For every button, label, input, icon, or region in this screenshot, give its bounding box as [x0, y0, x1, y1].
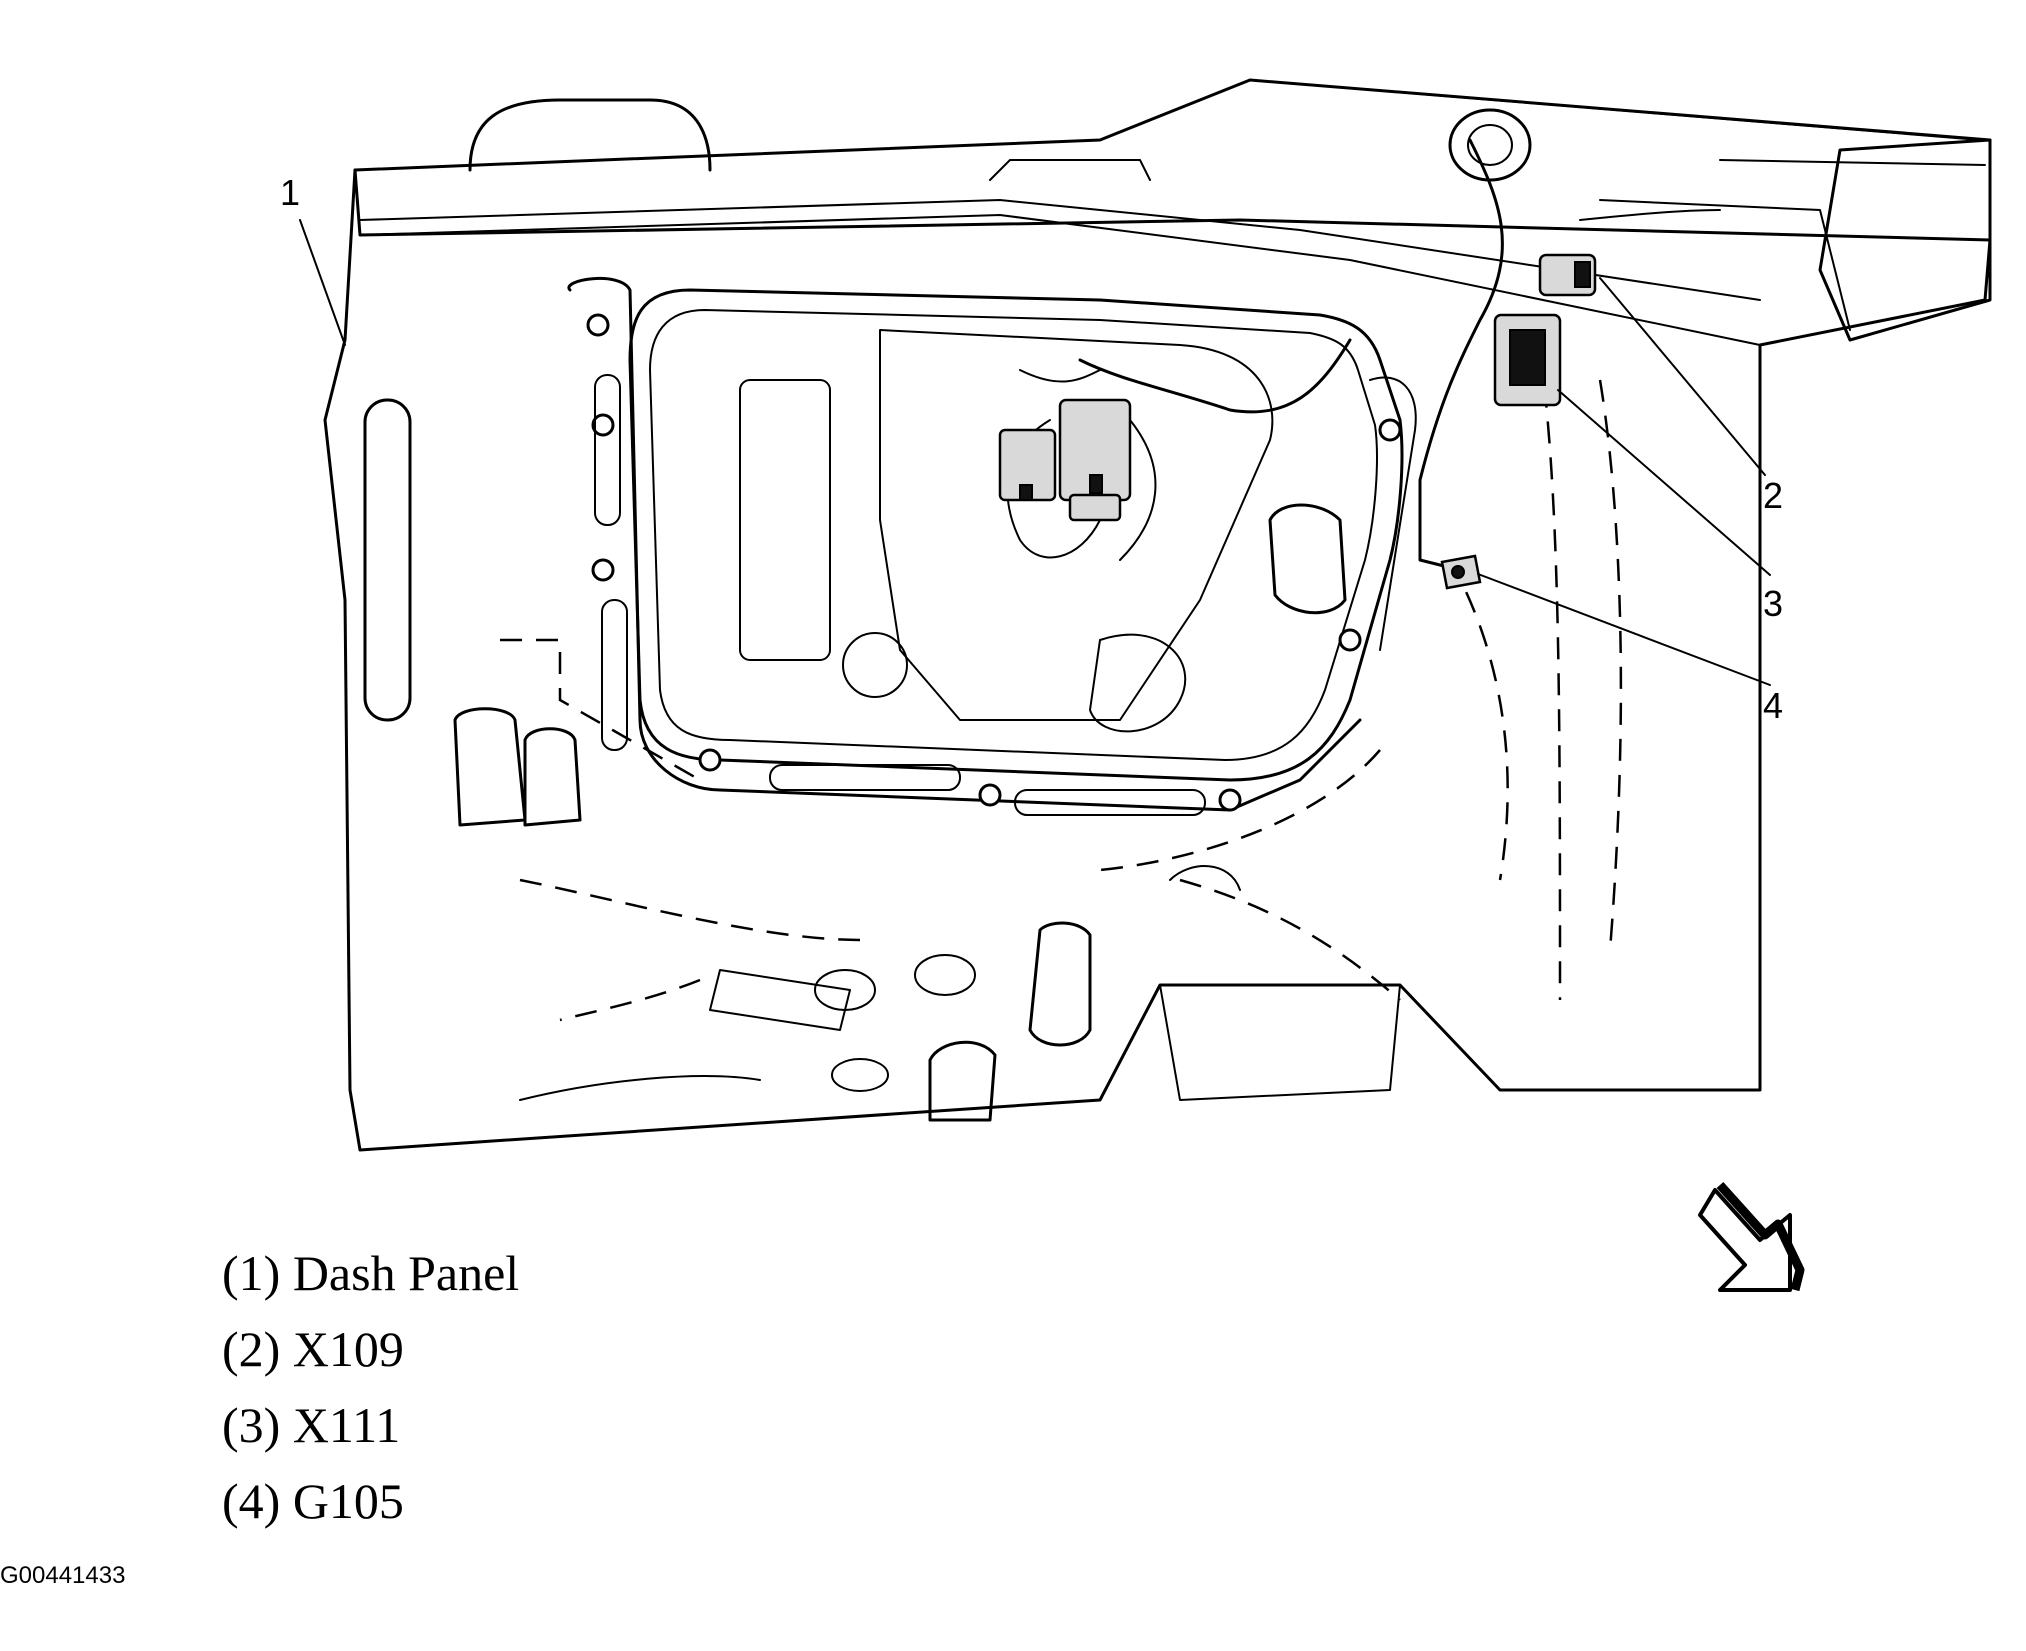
wire-harness [1418, 138, 1504, 572]
grommet-icon [1448, 108, 1532, 182]
callout-2: 2 [1763, 475, 1784, 516]
leader-line-4 [1477, 573, 1771, 686]
callout-3: 3 [1763, 583, 1784, 624]
dash-panel-outline [323, 168, 1992, 1152]
legend-item: (3) X111 [222, 1387, 519, 1463]
legend-number: (4) [222, 1473, 281, 1529]
legend-text: X109 [292, 1321, 404, 1377]
leader-line-1 [299, 219, 346, 346]
legend-item: (1) Dash Panel [222, 1235, 519, 1311]
bolt-group [586, 313, 1402, 812]
legend-number: (2) [222, 1321, 281, 1377]
callout-1: 1 [280, 172, 301, 213]
legend-number: (1) [222, 1245, 281, 1301]
legend-item: (4) G105 [222, 1463, 519, 1539]
legend-text: X111 [292, 1397, 401, 1453]
direction-arrow-icon [1698, 1188, 1792, 1292]
legend-number: (3) [222, 1397, 281, 1453]
leader-line-2 [1599, 277, 1766, 476]
legend-item: (2) X109 [222, 1311, 519, 1387]
figure-id: G00441433 [0, 1562, 126, 1589]
parts-legend: (1) Dash Panel (2) X109 (3) X111 (4) G10… [222, 1235, 519, 1539]
legend-text: G105 [292, 1473, 404, 1529]
leader-line-3 [1557, 389, 1771, 576]
access-opening [628, 288, 1404, 782]
callout-4: 4 [1763, 685, 1784, 726]
legend-text: Dash Panel [292, 1245, 520, 1301]
